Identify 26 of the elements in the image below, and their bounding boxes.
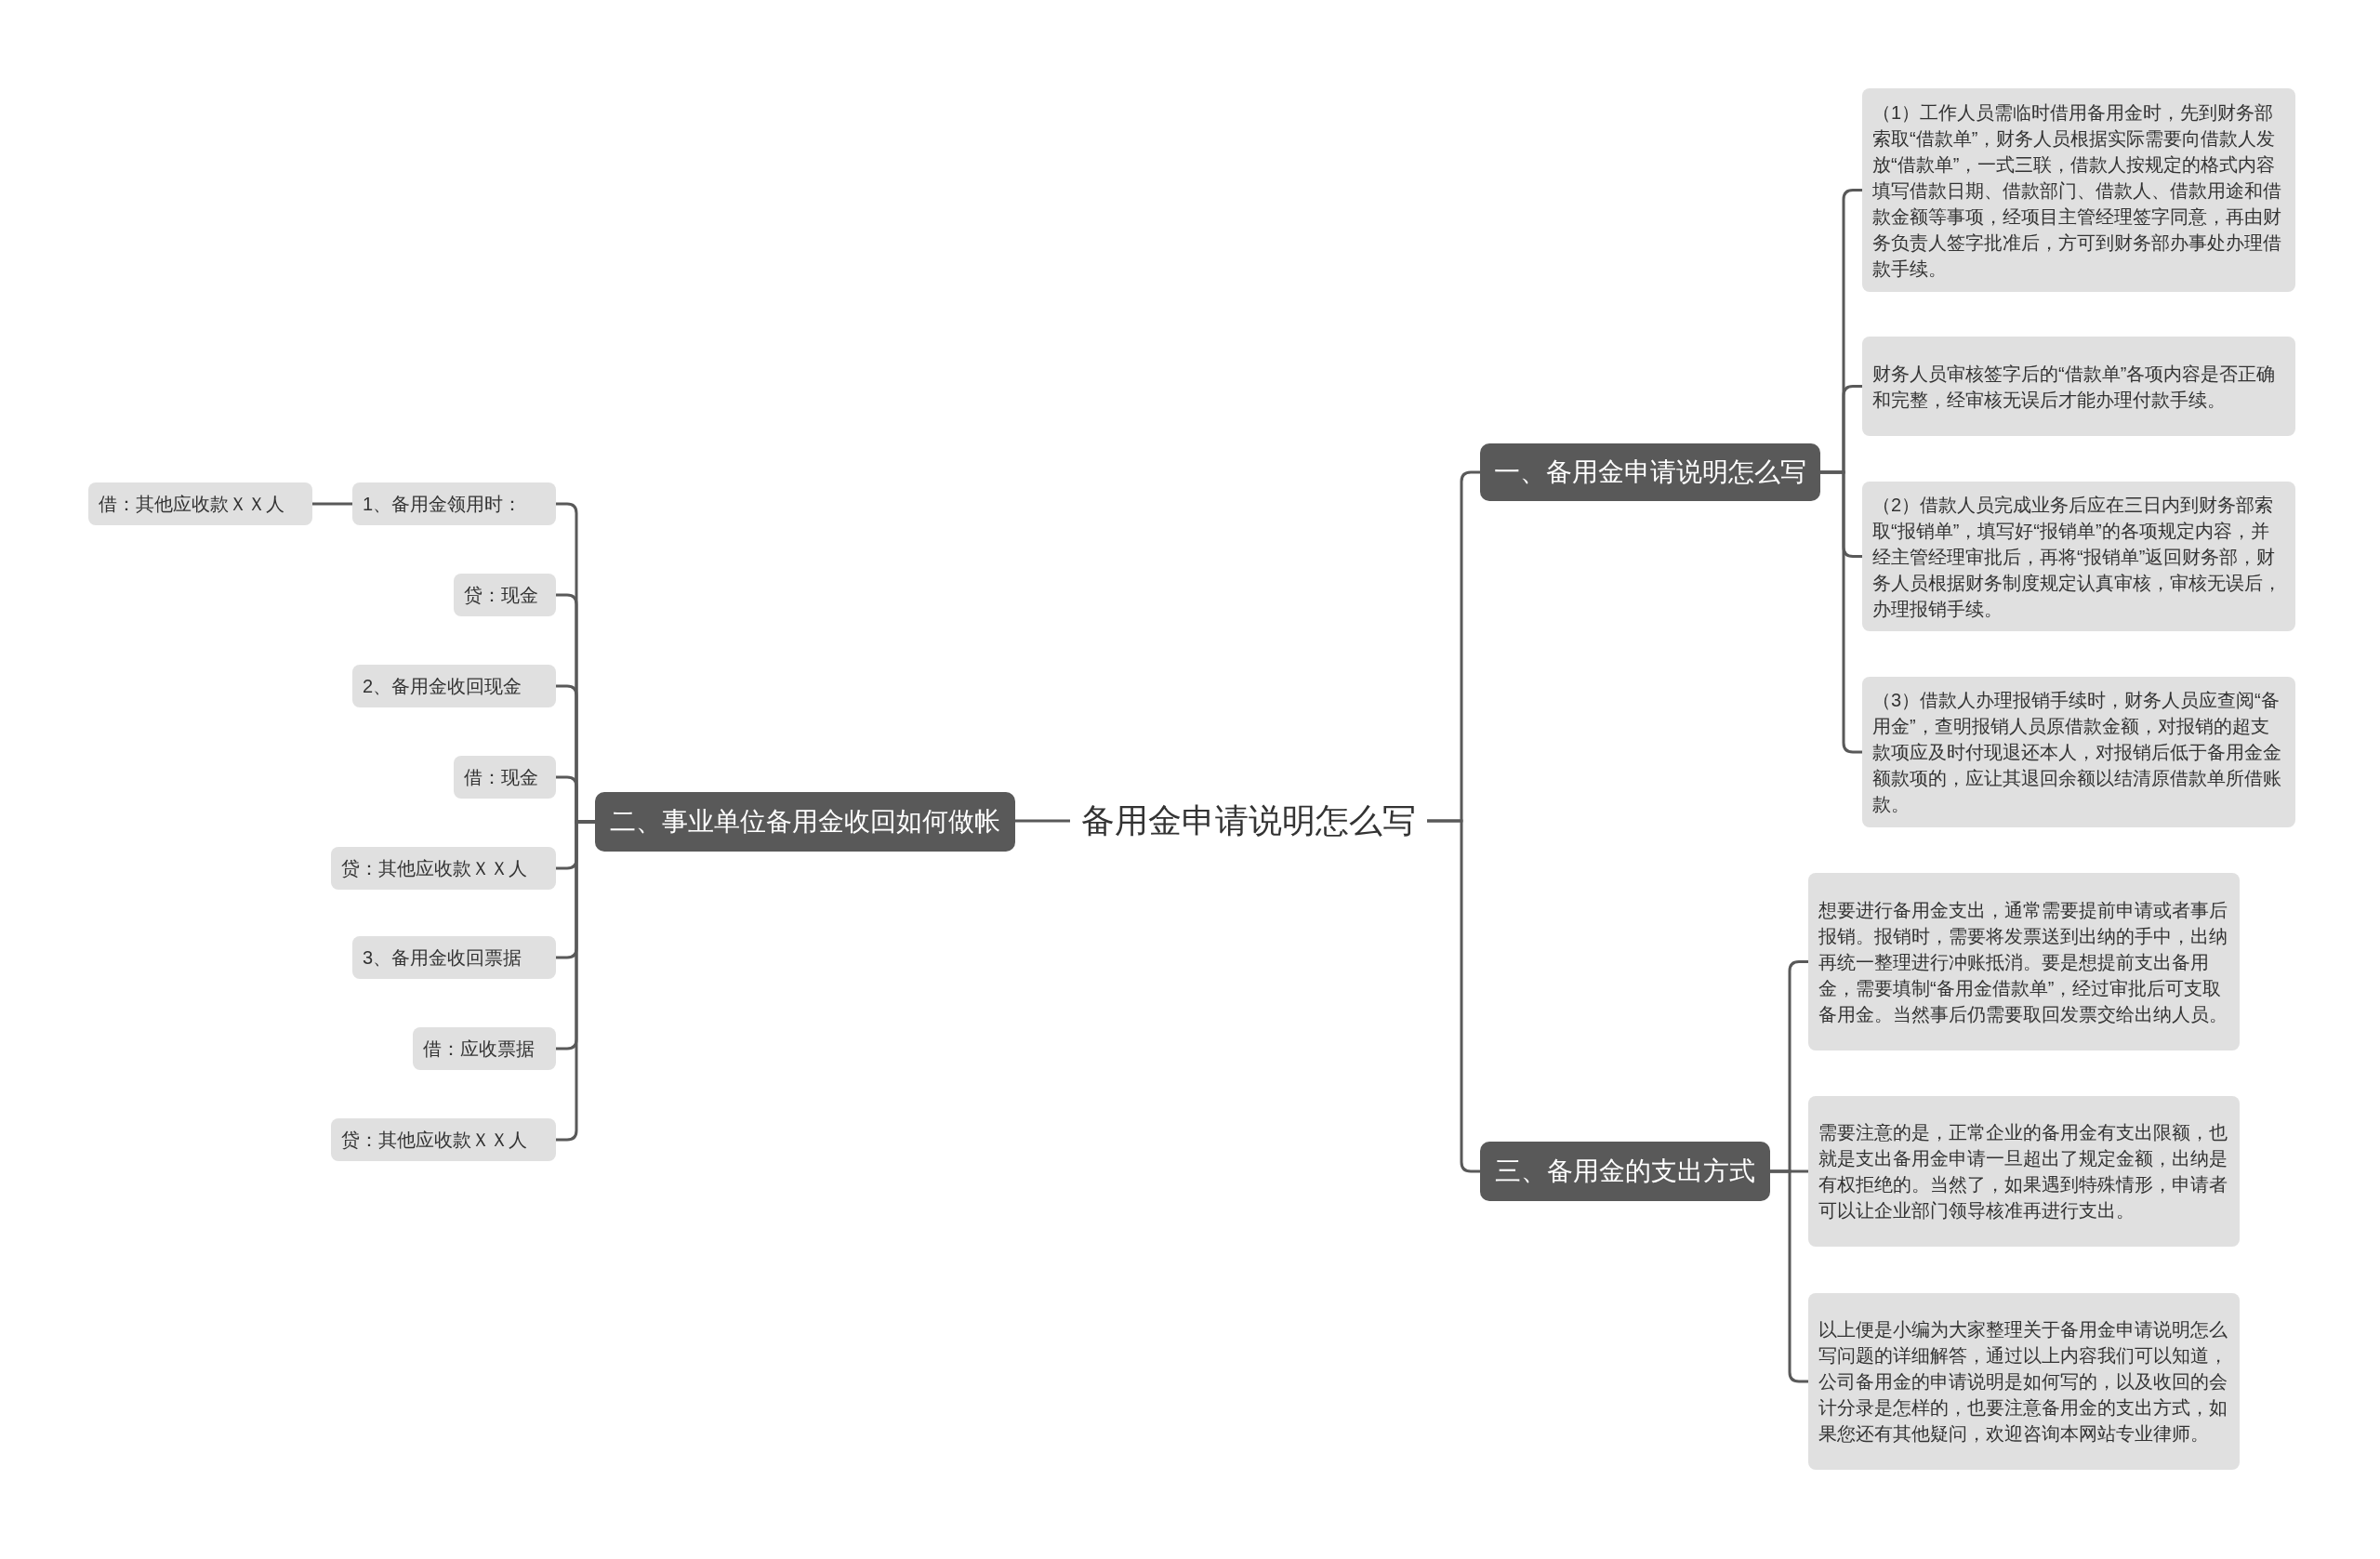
topic-box: 贷：现金	[454, 574, 556, 616]
topic-box: （2）借款人员完成业务后应在三日内到财务部索取“报销单”，填写好“报销单”的各项规定内容，并经主管经理审批后，再将“报销单”返回财务部，财务人员根据财务制度规定认真审核，审核无误后，办理报销手续。	[1862, 482, 2295, 631]
topic-box: 借：现金	[454, 756, 556, 799]
topic-box: 1、备用金领用时：	[352, 482, 556, 525]
topic-box: 需要注意的是，正常企业的备用金有支出限额，也就是支出备用金申请一旦超出了规定金额，出纳是有权拒绝的。当然了，如果遇到特殊情形，申请者可以让企业部门领导核准再进行支出。	[1808, 1096, 2240, 1247]
connector-line	[1427, 819, 1480, 1173]
topic-box: 贷：其他应收款ＸＸ人	[331, 847, 556, 890]
branch-topic: 三、备用金的支出方式	[1480, 1142, 1770, 1201]
connector-line	[312, 502, 352, 506]
connector-line	[556, 820, 595, 1142]
topic-box: 想要进行备用金支出，通常需要提前申请或者事后报销。报销时，需要将发票送到出纳的手中，出纳再统一整理进行冲账抵消。要是想提前支出备用金，需要填制“备用金借款单”，经过审批后可支取备用金。当然事后仍需要取回发票交给出纳人员。	[1808, 873, 2240, 1050]
topic-box: 财务人员审核签字后的“借款单”各项内容是否正确和完整，经审核无误后才能办理付款手续。	[1862, 337, 2295, 436]
topic-box: 借：其他应收款ＸＸ人	[88, 482, 312, 525]
connector-line	[1015, 819, 1070, 823]
topic-box: 借：应收票据	[413, 1027, 556, 1070]
topic-box: （3）借款人办理报销手续时，财务人员应查阅“备用金”，查明报销人员原借款金额，对报销的超支款项应及时付现退还本人，对报销后低于备用金金额款项的，应让其退回余额以结清原借款单所借账款。	[1862, 677, 2295, 827]
connector-line	[1820, 470, 1862, 754]
connector-line	[1770, 1169, 1808, 1383]
topic-box: 2、备用金收回现金	[352, 665, 556, 707]
topic-box: （1）工作人员需临时借用备用金时，先到财务部索取“借款单”，财务人员根据实际需要向借款人发放“借款单”，一式三联，借款人按规定的格式内容填写借款日期、借款部门、借款人、借款用途和借款金额等事项，经项目主管经理签字同意，再由财务负责人签字批准后，方可到财务部办事处办理借款手续。	[1862, 88, 2295, 292]
topic-box: 贷：其他应收款ＸＸ人	[331, 1118, 556, 1161]
branch-topic: 一、备用金申请说明怎么写	[1480, 443, 1820, 501]
central-topic: 备用金申请说明怎么写	[1070, 795, 1427, 847]
topic-box: 3、备用金收回票据	[352, 936, 556, 979]
branch-topic: 二、事业单位备用金收回如何做帐	[595, 792, 1015, 852]
topic-box: 以上便是小编为大家整理关于备用金申请说明怎么写问题的详细解答，通过以上内容我们可以知道，公司备用金的申请说明是如何写的，以及收回的会计分录是怎样的，也要注意备用金的支出方式，如果您还有其他疑问，欢迎咨询本网站专业律师。	[1808, 1293, 2240, 1470]
